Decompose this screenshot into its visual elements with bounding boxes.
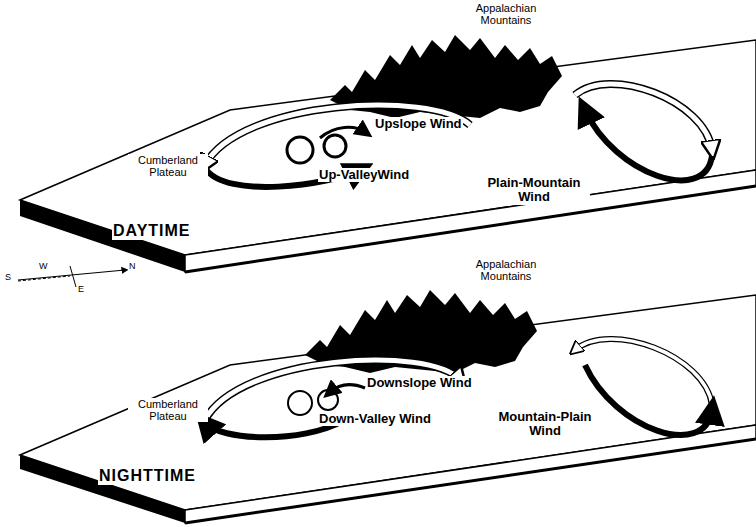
night-winds	[205, 290, 712, 437]
wind-label: Mountain-Plain Wind	[488, 410, 602, 439]
compass-letter: S	[4, 273, 12, 283]
period-label: NIGHTTIME	[98, 467, 197, 485]
plateau-label: Cumberland Plateau	[128, 398, 208, 422]
plateau-label: Cumberland Plateau	[128, 154, 208, 178]
wind-label: Downslope Wind	[366, 376, 473, 390]
compass-letter: W	[38, 262, 49, 272]
compass-rose	[18, 266, 125, 287]
wind-label: Upslope Wind	[374, 117, 463, 131]
day-winds	[205, 35, 712, 187]
wind-label: Plain-Mountain Wind	[478, 176, 590, 205]
period-label: DAYTIME	[112, 222, 192, 240]
wind-label: Down-Valley Wind	[318, 412, 432, 426]
compass-letter: E	[77, 285, 85, 295]
mountain-label: Appalachian Mountains	[462, 2, 550, 26]
mountain-label: Appalachian Mountains	[462, 258, 550, 282]
wind-label: Up-ValleyWind	[318, 168, 410, 182]
compass-letter: N	[128, 262, 137, 272]
